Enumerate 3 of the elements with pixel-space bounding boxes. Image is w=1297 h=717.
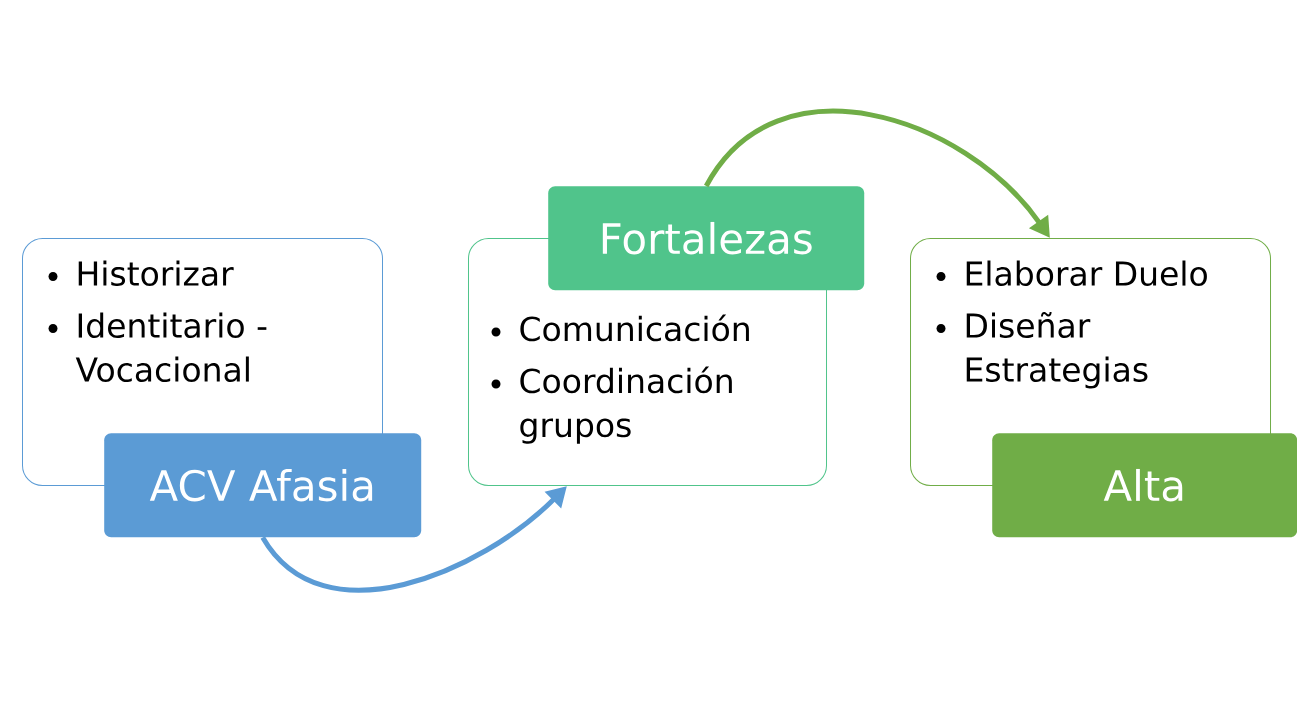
label-box: ACV Afasia xyxy=(104,433,422,538)
label-box: Alta xyxy=(992,433,1297,538)
label-box: Fortalezas xyxy=(548,186,865,291)
